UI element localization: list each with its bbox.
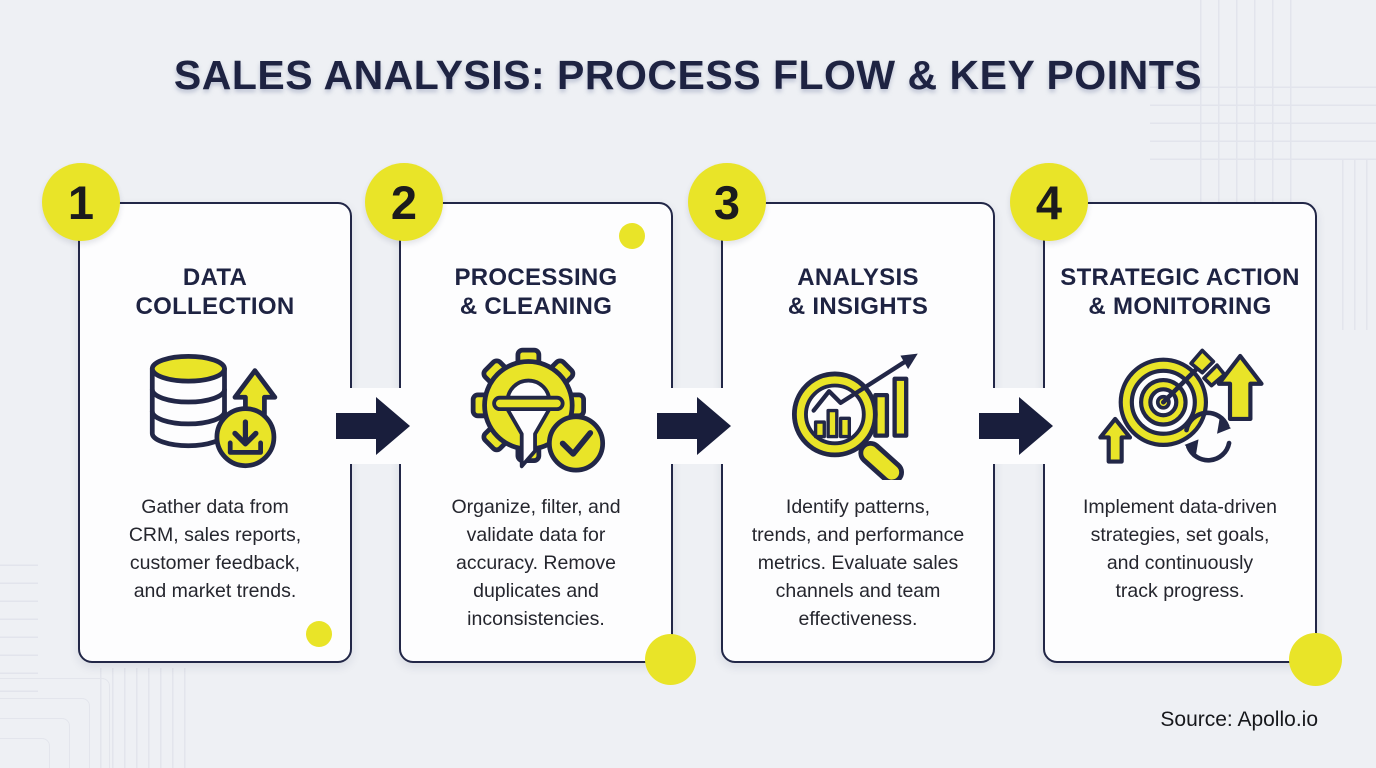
edge-lines-right (1342, 160, 1376, 330)
step-card-strategic-action: STRATEGIC ACTION & MONITORING (1043, 202, 1317, 663)
accent-circle (645, 634, 696, 685)
step-title: ANALYSIS & INSIGHTS (787, 264, 929, 320)
flow-arrow-3 (975, 388, 1057, 464)
corner-grid-top-right-vertical (1200, 0, 1300, 228)
flow-arrow-1 (332, 388, 414, 464)
step-card-analysis-insights: ANALYSIS & INSIGHTS Id (721, 202, 995, 663)
step-card-processing-cleaning: PROCESSING & CLEANING (399, 202, 673, 663)
flow-arrow-2 (653, 388, 735, 464)
step-card-data-collection: DATA COLLECTION Gather data from CRM, sa… (78, 202, 352, 663)
right-arrow-icon (979, 397, 1053, 455)
right-arrow-icon (336, 397, 410, 455)
accent-circle (1289, 633, 1342, 686)
step-number-badge: 2 (365, 163, 443, 241)
step-number-badge: 1 (42, 163, 120, 241)
page-title: SALES ANALYSIS: PROCESS FLOW & KEY POINT… (173, 52, 1203, 98)
step-description: Identify patterns, trends, and performan… (751, 496, 965, 630)
target-growth-icon (1045, 338, 1315, 486)
step-number-badge: 3 (688, 163, 766, 241)
corner-square-outline (0, 698, 90, 768)
accent-dot (619, 223, 645, 249)
database-download-icon (80, 338, 350, 486)
corner-square-outline (0, 738, 50, 768)
gear-funnel-check-icon (401, 338, 671, 486)
source-attribution: Source: Apollo.io (1160, 708, 1318, 731)
magnifier-chart-icon (723, 338, 993, 486)
step-description: Gather data from CRM, sales reports, cus… (128, 496, 302, 602)
right-arrow-icon (657, 397, 731, 455)
corner-square-outline (0, 718, 70, 768)
corner-lines-bottom-left (100, 668, 190, 768)
step-description: Implement data-driven strategies, set go… (1082, 496, 1277, 602)
accent-dot (306, 621, 332, 647)
corner-square-outline (0, 678, 110, 768)
step-title: DATA COLLECTION (135, 264, 295, 320)
edge-lines-left (0, 562, 38, 692)
step-description: Organize, filter, and validate data for … (451, 496, 621, 630)
step-number-badge: 4 (1010, 163, 1088, 241)
step-title: STRATEGIC ACTION & MONITORING (1060, 264, 1300, 320)
step-title: PROCESSING & CLEANING (454, 264, 618, 320)
